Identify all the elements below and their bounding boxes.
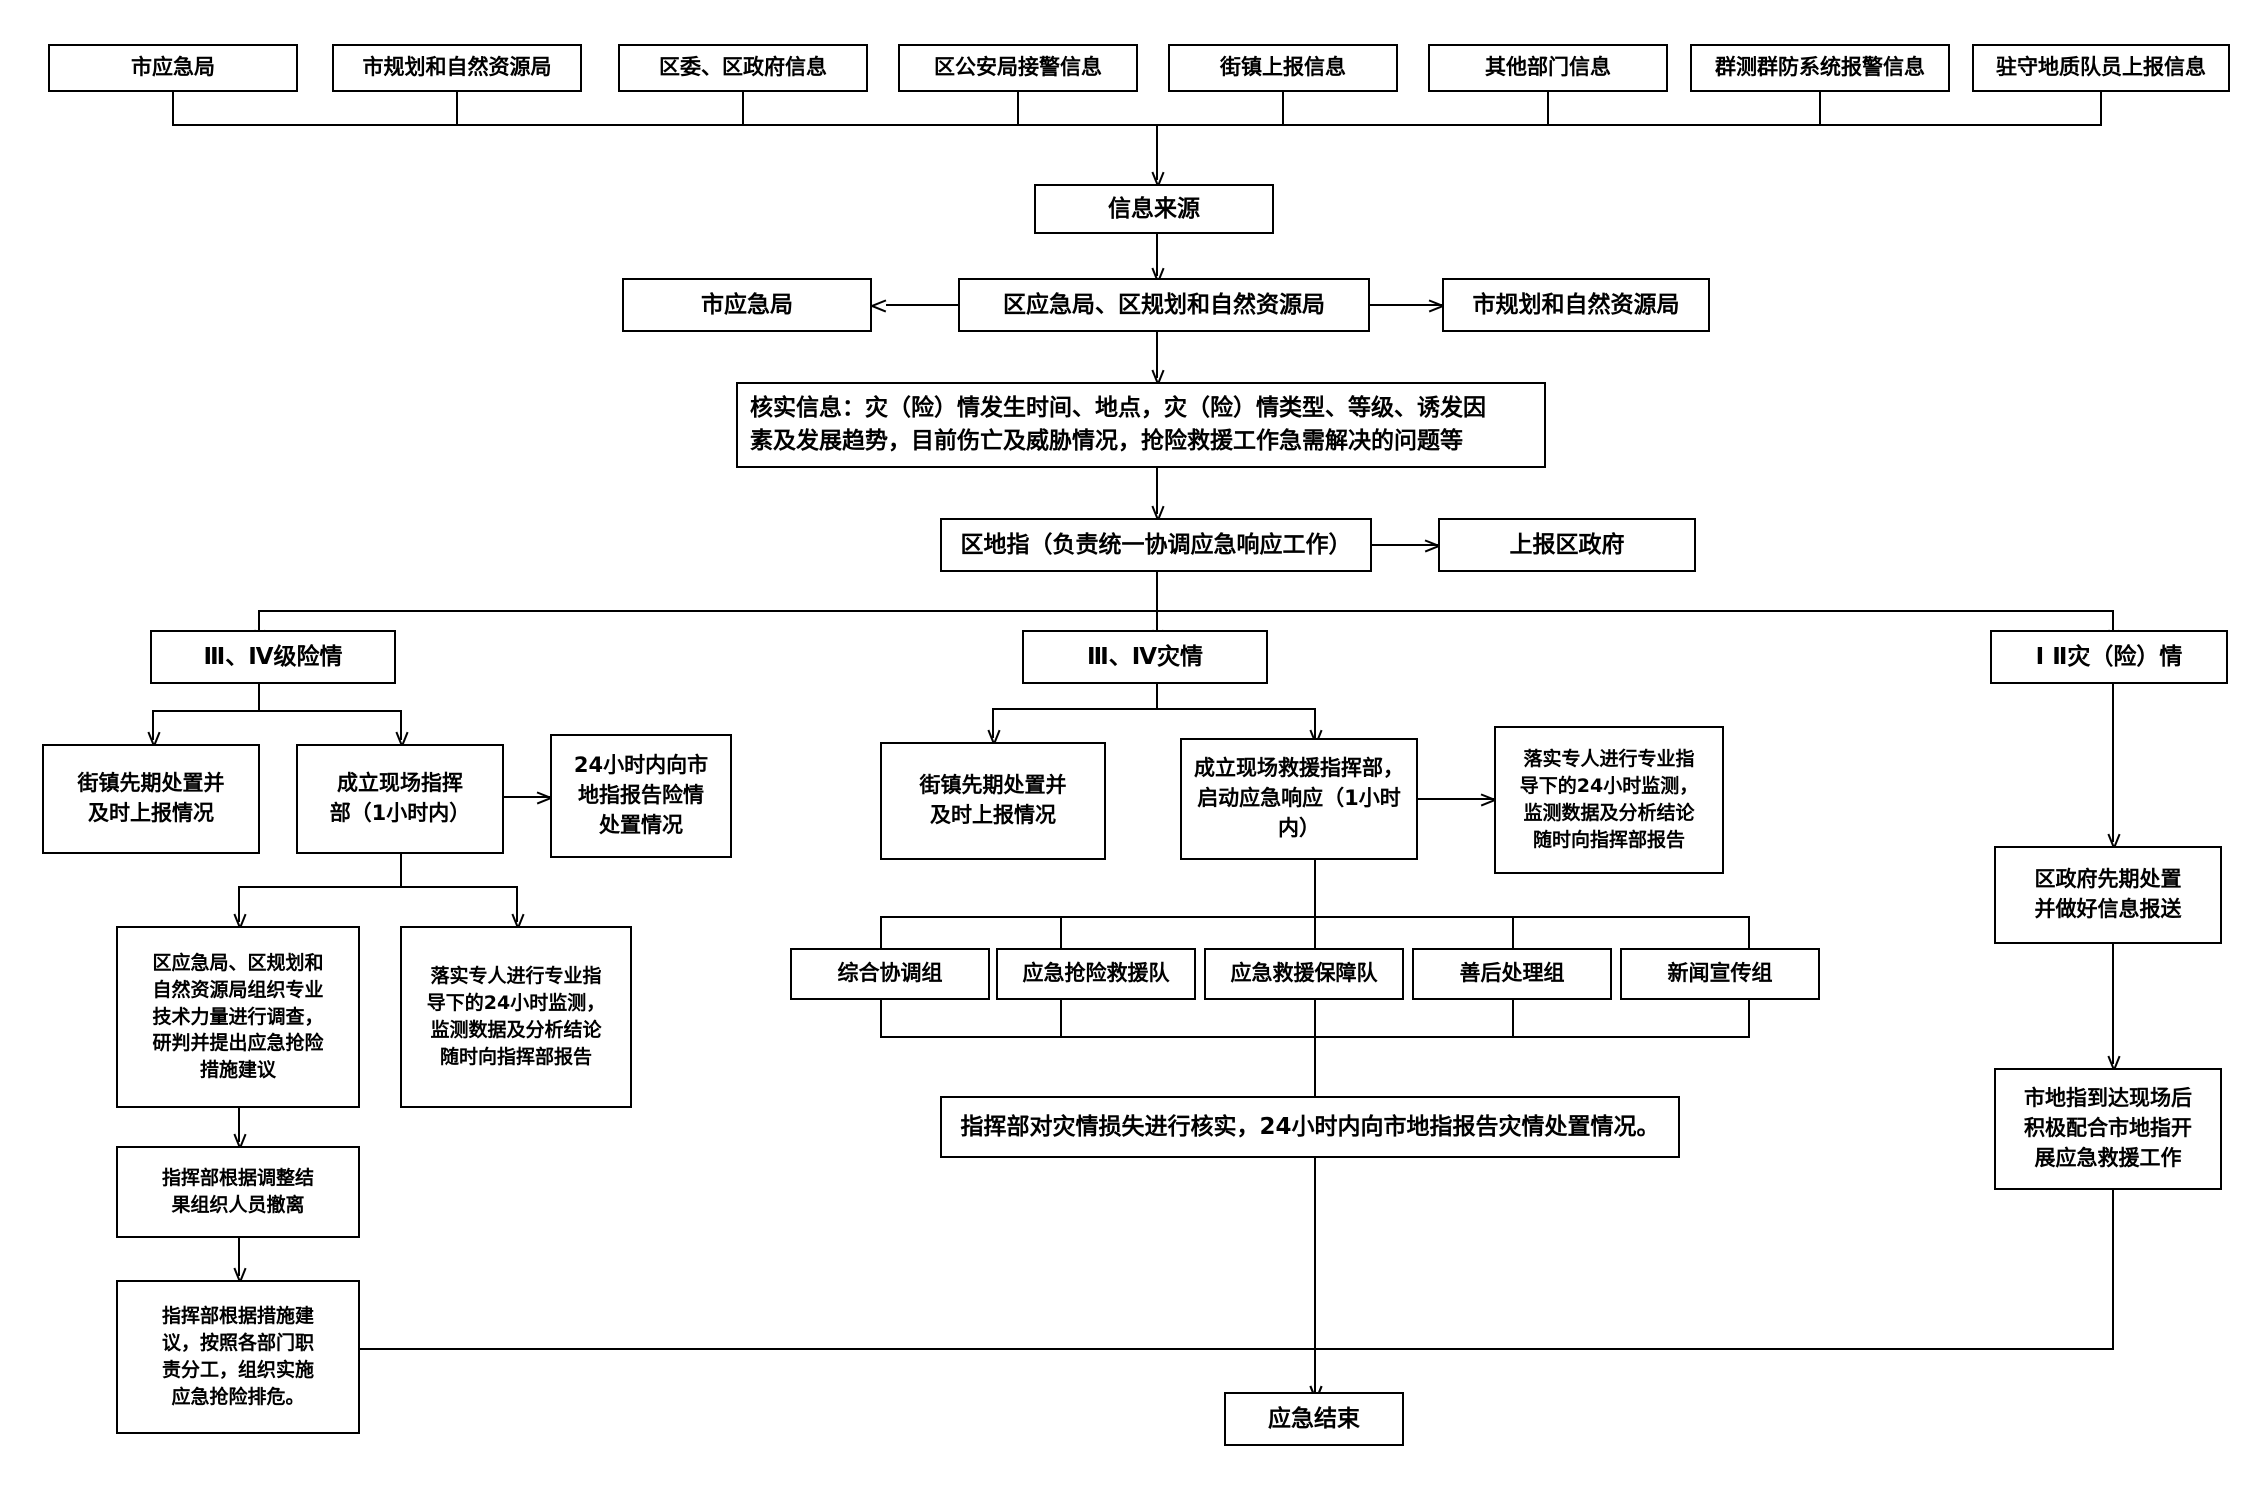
- connector-mid-header-down: [1156, 684, 1158, 710]
- node-branch-level34-disaster[interactable]: Ⅲ、Ⅳ灾情: [1022, 630, 1268, 684]
- node-street-first-response-mid[interactable]: 街镇先期处置并 及时上报情况: [880, 742, 1106, 860]
- source-box-mass-monitoring-alarm[interactable]: 群测群防系统报警信息: [1690, 44, 1950, 92]
- node-team-emergency-rescue[interactable]: 应急抢险救援队: [996, 948, 1196, 1000]
- connector-team2-drop: [1060, 916, 1062, 950]
- connector-right-to-end-horizontal: [1314, 1348, 2114, 1350]
- connector-mid-to-street: [992, 708, 994, 738]
- connector-team4-drop: [1512, 916, 1514, 950]
- connector-mid-fanout-bus: [992, 708, 1316, 710]
- connector-bureaus-to-verify: [1156, 332, 1158, 378]
- node-district-bureaus[interactable]: 区应急局、区规划和自然资源局: [958, 278, 1370, 332]
- connector-rescue-command-to-monitor: [1418, 798, 1494, 800]
- node-expert-24h-monitor-left[interactable]: 落实专人进行专业指 导下的24小时监测， 监测数据及分析结论 随时向指挥部报告: [400, 926, 632, 1108]
- connector-site-command-down: [400, 854, 402, 888]
- connector-right-mid-drop: [2112, 944, 2114, 1064]
- connector-rescue-command-down: [1314, 860, 1316, 918]
- source-box-street-town-report[interactable]: 街镇上报信息: [1168, 44, 1398, 92]
- node-team-aftermath[interactable]: 善后处理组: [1412, 948, 1612, 1000]
- node-district-gov-first-response[interactable]: 区政府先期处置 并做好信息报送: [1994, 846, 2222, 944]
- connector-right-to-end-vertical: [2112, 1190, 2114, 1348]
- connector-team5-bottom: [1748, 1000, 1750, 1038]
- verify-info-line-2: 素及发展趋势，目前伤亡及威胁情况，抢险救援工作急需解决的问题等: [750, 428, 1463, 454]
- connector-src3-stub: [742, 92, 744, 126]
- node-city-planning-bureau[interactable]: 市规划和自然资源局: [1442, 278, 1710, 332]
- connector-command-down: [1156, 572, 1158, 612]
- connector-branch-split-bus: [258, 610, 2114, 612]
- source-box-city-planning-bureau[interactable]: 市规划和自然资源局: [332, 44, 582, 92]
- connector-team1-bottom: [880, 1000, 882, 1038]
- connector-src7-stub: [1819, 92, 1821, 126]
- node-emergency-end[interactable]: 应急结束: [1224, 1392, 1404, 1446]
- node-report-24h-danger[interactable]: 24小时内向市 地指报告险情 处置情况: [550, 734, 732, 858]
- connector-info-source-down: [1156, 234, 1158, 276]
- connector-command-to-report: [1372, 544, 1438, 546]
- source-box-district-party-gov[interactable]: 区委、区政府信息: [618, 44, 868, 92]
- connector-branch-left-drop: [258, 610, 260, 638]
- node-technical-investigation[interactable]: 区应急局、区规划和 自然资源局组织专业 技术力量进行调查， 研判并提出应急抢险 …: [116, 926, 360, 1108]
- connector-team1-drop: [880, 916, 882, 950]
- node-team-coordination[interactable]: 综合协调组: [790, 948, 990, 1000]
- connector-left-fanout-bus: [152, 710, 402, 712]
- connector-mid-to-rescue-command: [1314, 708, 1316, 738]
- node-branch-level34-danger[interactable]: Ⅲ、Ⅳ级险情: [150, 630, 396, 684]
- connector-to-technical-investigation: [238, 886, 240, 922]
- node-district-command[interactable]: 区地指（负责统一协调应急响应工作）: [940, 518, 1372, 572]
- connector-team2-bottom: [1060, 1000, 1062, 1038]
- connector-branch-right-drop: [2112, 610, 2114, 638]
- node-team-rescue-support[interactable]: 应急救援保障队: [1204, 948, 1404, 1000]
- node-report-district-gov[interactable]: 上报区政府: [1438, 518, 1696, 572]
- connector-verify-to-command: [1156, 468, 1158, 514]
- connector-src8-stub: [2100, 92, 2102, 126]
- connector-bureaus-to-city-planning: [1370, 304, 1442, 306]
- node-organize-evacuation[interactable]: 指挥部根据调整结 果组织人员撤离: [116, 1146, 360, 1238]
- source-box-city-emergency-bureau[interactable]: 市应急局: [48, 44, 298, 92]
- node-team-news-publicity[interactable]: 新闻宣传组: [1620, 948, 1820, 1000]
- verify-info-line-1: 核实信息：灾（险）情发生时间、地点，灾（险）情类型、等级、诱发因: [750, 395, 1486, 422]
- node-establish-site-command[interactable]: 成立现场指挥 部（1小时内）: [296, 744, 504, 854]
- node-implement-rescue-measures[interactable]: 指挥部根据措施建 议，按照各部门职 责分工，组织实施 应急抢险排危。: [116, 1280, 360, 1434]
- connector-src1-stub: [172, 92, 174, 126]
- connector-left-to-site-command: [400, 710, 402, 740]
- connector-bureaus-to-city-emergency: [886, 304, 958, 306]
- connector-evacuation-to-measures: [238, 1238, 240, 1276]
- node-establish-rescue-command[interactable]: 成立现场救援指挥部， 启动应急响应（1小时 内）: [1180, 738, 1418, 860]
- node-street-first-response-left[interactable]: 街镇先期处置并 及时上报情况: [42, 744, 260, 854]
- node-cooperate-city-command[interactable]: 市地指到达现场后 积极配合市地指开 展应急救援工作: [1994, 1068, 2222, 1190]
- connector-right-header-down: [2112, 684, 2114, 842]
- connector-src6-stub: [1547, 92, 1549, 126]
- connector-site-command-to-report24h: [504, 796, 550, 798]
- node-city-emergency-bureau[interactable]: 市应急局: [622, 278, 872, 332]
- connector-src5-stub: [1282, 92, 1284, 126]
- connector-investigation-to-evacuation: [238, 1108, 240, 1142]
- node-branch-level12-disaster[interactable]: Ⅰ Ⅱ灾（险）情: [1990, 630, 2228, 684]
- connector-sources-bus: [172, 124, 2102, 126]
- connector-left-to-street: [152, 710, 154, 740]
- connector-team5-drop: [1748, 916, 1750, 950]
- connector-team4-bottom: [1512, 1000, 1514, 1038]
- source-box-public-security[interactable]: 区公安局接警信息: [898, 44, 1138, 92]
- node-disaster-loss-verify[interactable]: 指挥部对灾情损失进行核实，24小时内向市地指报告灾情处置情况。: [940, 1096, 1680, 1158]
- connector-team3-bottom: [1314, 1000, 1316, 1038]
- connector-summary-to-end: [1314, 1158, 1316, 1394]
- connector-left-second-bus: [238, 886, 516, 888]
- source-box-resident-geologist-report[interactable]: 驻守地质队员上报信息: [1972, 44, 2230, 92]
- node-expert-24h-monitor-mid[interactable]: 落实专人进行专业指 导下的24小时监测， 监测数据及分析结论 随时向指挥部报告: [1494, 726, 1724, 874]
- connector-src2-stub: [456, 92, 458, 126]
- connector-teams-to-summary: [1314, 1036, 1316, 1098]
- connector-bus-to-info-source: [1156, 124, 1158, 180]
- node-verify-info[interactable]: 核实信息：灾（险）情发生时间、地点，灾（险）情类型、等级、诱发因 素及发展趋势，…: [736, 382, 1546, 468]
- connector-left-branch-to-end: [360, 1348, 1316, 1350]
- connector-src4-stub: [1017, 92, 1019, 126]
- node-info-source[interactable]: 信息来源: [1034, 184, 1274, 234]
- connector-branch-mid-drop: [1156, 610, 1158, 638]
- connector-team3-drop: [1314, 916, 1316, 950]
- source-box-other-departments[interactable]: 其他部门信息: [1428, 44, 1668, 92]
- connector-to-expert-monitor-left: [516, 886, 518, 922]
- connector-left-header-down: [258, 684, 260, 712]
